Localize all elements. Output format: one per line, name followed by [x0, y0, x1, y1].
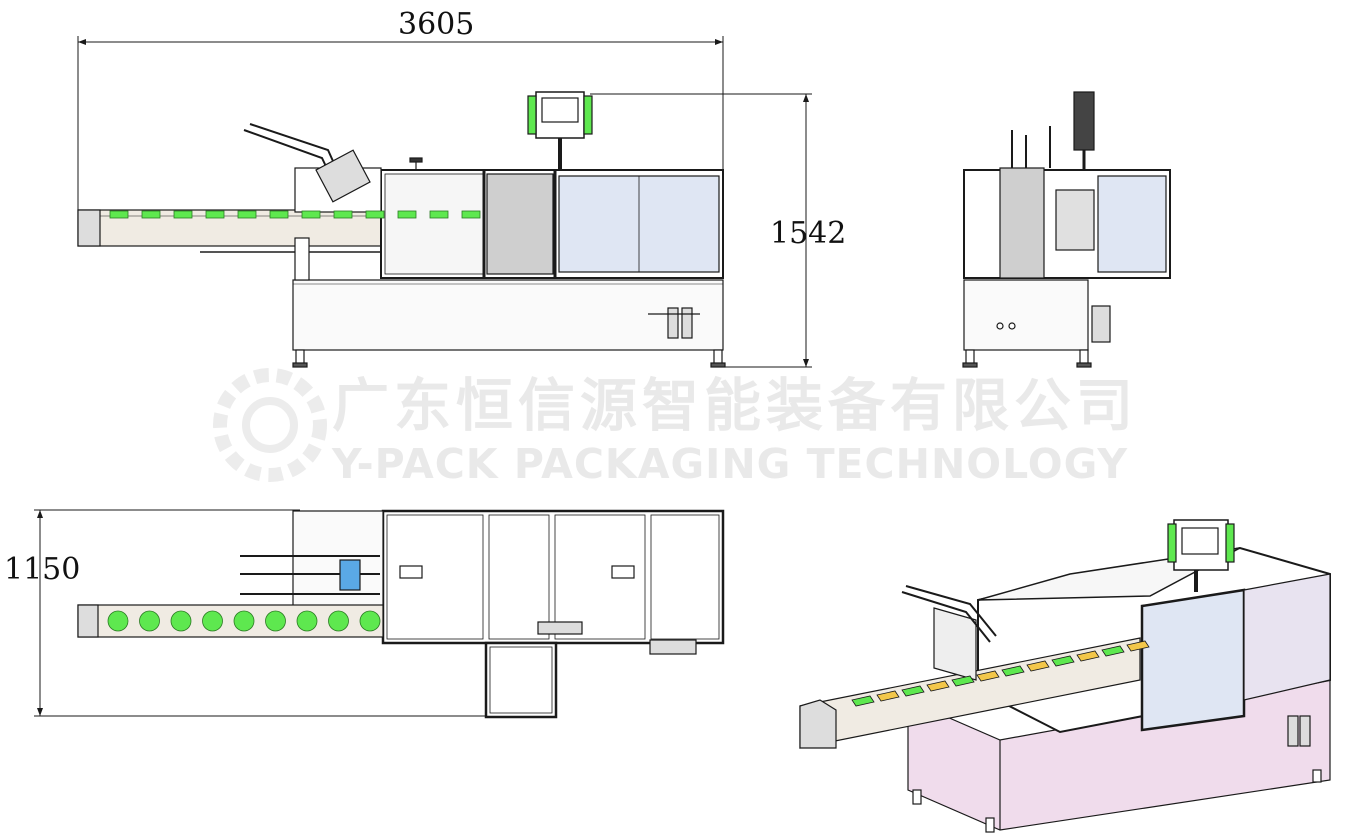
product-item: [265, 610, 286, 632]
carton-item: [1026, 660, 1050, 672]
product-item: [359, 610, 381, 632]
product-item: [269, 210, 289, 219]
product-item: [429, 210, 449, 219]
carton-item: [1001, 665, 1025, 677]
product-item: [237, 210, 257, 219]
dimension-width-label: 1150: [4, 552, 81, 587]
product-item: [173, 210, 193, 219]
product-item: [461, 210, 481, 219]
carton-item: [1051, 655, 1075, 667]
carton-item: [951, 675, 975, 687]
carton-item: [876, 690, 900, 702]
product-item: [333, 210, 353, 219]
product-item: [202, 610, 223, 632]
plan-product-row: [107, 610, 381, 632]
front-product-row: [109, 210, 481, 219]
isometric-view: [799, 519, 1331, 833]
side-elevation: [962, 91, 1171, 368]
product-item: [139, 610, 160, 632]
product-item: [296, 610, 318, 632]
carton-item: [1076, 650, 1100, 662]
iso-carton-row: [851, 640, 1150, 707]
carton-item: [1101, 645, 1125, 657]
dimension-length-label: 3605: [398, 7, 475, 42]
watermark-company-cn: 广东恒信源智能装备有限公司: [332, 373, 1138, 439]
product-item: [397, 210, 417, 219]
dimension-height-label: 1542: [770, 216, 847, 251]
carton-item: [976, 670, 1000, 682]
product-item: [107, 610, 129, 632]
product-item: [141, 210, 161, 219]
product-item: [233, 610, 255, 632]
product-item: [365, 210, 385, 219]
product-item: [205, 210, 225, 219]
carton-item: [901, 685, 925, 697]
carton-item: [926, 680, 950, 692]
product-item: [170, 610, 192, 632]
carton-item: [1126, 640, 1150, 652]
product-item: [109, 210, 129, 219]
product-item: [301, 210, 321, 219]
plan-view: [77, 509, 725, 719]
watermark-company-en: Y-PACK PACKAGING TECHNOLOGY: [332, 440, 1129, 488]
front-elevation: [77, 91, 726, 368]
product-item: [328, 610, 349, 632]
dimension-lines: [34, 36, 812, 717]
carton-item: [851, 695, 875, 707]
